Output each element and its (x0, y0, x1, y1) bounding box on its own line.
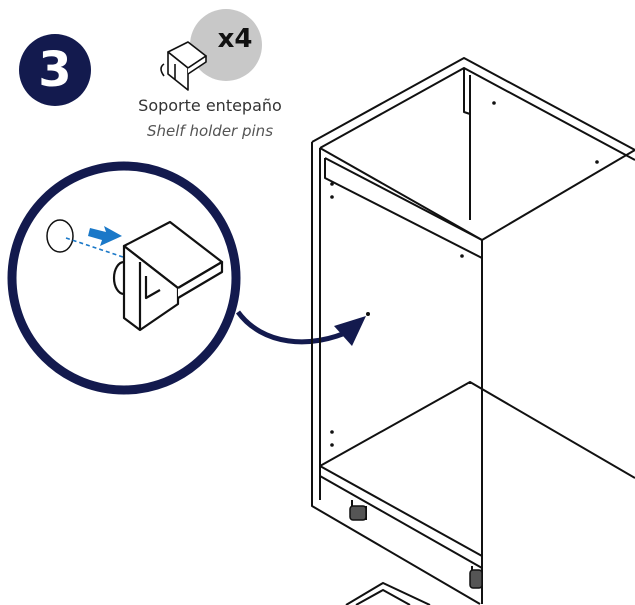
quantity-badge (190, 9, 262, 81)
leg-caps (349, 505, 483, 589)
quantity-label: x4 (217, 24, 253, 54)
pin-holes (330, 101, 599, 447)
part-name-spanish: Soporte entepaño (138, 96, 282, 115)
step-number-circle (19, 34, 91, 106)
step-number: 3 (38, 42, 72, 98)
base-cabinet (311, 57, 635, 605)
shelf-pin-icon (160, 41, 207, 91)
curved-arrow-icon (235, 310, 366, 346)
shelf-pin-detail (112, 220, 224, 332)
arrow-right-icon (88, 226, 122, 246)
insert-guide-line (65, 237, 127, 259)
part-name-english: Shelf holder pins (146, 122, 274, 140)
detail-view (46, 219, 224, 332)
second-cabinet-partial (345, 581, 431, 605)
pin-hole (46, 219, 74, 253)
